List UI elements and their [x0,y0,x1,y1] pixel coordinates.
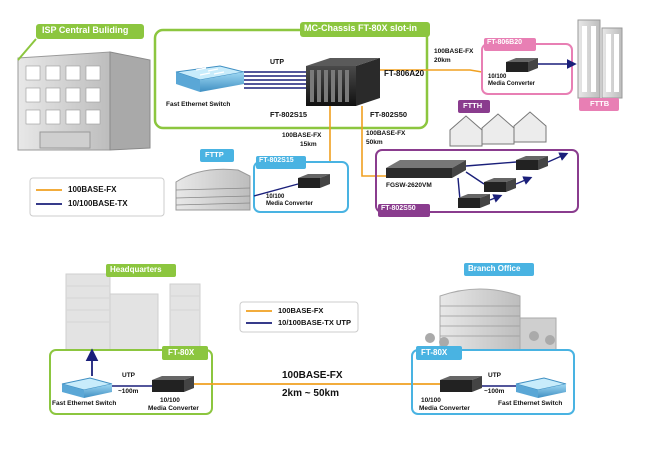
bottom-legend-fiber: 100BASE-FX [278,306,324,315]
bottom-legend-box [239,301,359,333]
fttb-buildings [577,19,623,99]
bottom-legend-copper: 10/100BASE-TX UTP [278,318,351,327]
ftth-tag: FTTH [463,101,483,110]
top-legend-fiber: 100BASE-FX [68,185,117,194]
slot-left-label: FT-802S15 [270,110,308,119]
hq-box [49,349,213,415]
chassis-box [153,28,429,130]
branch-utp-label: UTP [488,372,501,379]
branch-mc-line1: 10/100 [421,397,441,404]
branch-switch [515,377,567,398]
fttb-media-converter [506,58,538,72]
fttp-building [175,168,251,211]
hq-switch [61,377,113,398]
wan-link-type: 100BASE-FX [282,370,343,381]
hq-mc-line1: 10/100 [160,397,180,404]
fttb-mc-line1: 10/100 [488,74,507,80]
fttp-mc-line1: 10/100 [266,194,285,200]
branch-building [425,288,557,351]
ftth-switch [386,160,466,178]
fttb-mc-line2: Media Converter [488,81,536,87]
top-legend-copper: 10/100BASE-TX [68,199,128,208]
fttp-link-distance: 15km [300,141,317,148]
branch-switch-label: Fast Ethernet Switch [498,400,563,407]
ftth-link-distance: 50km [366,139,383,146]
slot-right-label: FT-802S50 [370,110,408,119]
chassis-tag-bg [300,22,430,37]
fttp-module-label: FT-802S15 [259,157,294,164]
fttp-media-converter [298,174,330,188]
isp-building-label: ISP Central Buliding [42,25,129,35]
hq-box-tag: FT-80X [168,348,195,357]
fiber-to-fttb [380,69,483,73]
chassis-label: MC-Chassis FT-80X slot-in [304,23,418,33]
branch-tag: Branch Office [468,264,521,273]
hq-utp-label: UTP [122,372,135,379]
ftth-utp [457,161,517,201]
ftth-media-converters [458,156,548,208]
fttb-link-distance: 20km [434,57,451,64]
hq-mc-line2: Media Converter [148,405,199,412]
hq-building [65,273,201,351]
hq-switch-label: Fast Ethernet Switch [52,400,117,407]
top-utp-lines [244,71,306,89]
hq-distance-label: ~100m [118,388,139,395]
fttb-module-label: FT-806B20 [487,39,523,46]
ftth-houses [449,111,547,147]
fttb-tag: FTTB [590,99,610,108]
top-switch [175,65,245,92]
branch-distance-label: ~100m [484,388,505,395]
ftth-box [375,149,579,213]
branch-media-converter [440,376,482,392]
top-legend-box [29,177,165,217]
wan-link-distance: 2km ~ 50km [282,388,339,399]
isp-building [17,51,151,151]
top-switch-label: Fast Ethernet Switch [166,101,231,108]
chassis-unit [306,58,380,106]
isp-tag-bg [36,24,144,39]
fttp-mc-line2: Media Converter [266,201,314,207]
ftth-link-type: 100BASE-FX [366,130,406,137]
fttp-tag: FTTP [205,150,224,159]
fttb-link-type: 100BASE-FX [434,48,474,55]
ftth-arrows [489,152,569,203]
ftth-module-label: FT-802S50 [381,205,416,212]
top-utp-label: UTP [270,59,284,66]
ftth-switch-label: FGSW-2620VM [386,182,432,189]
branch-box [411,349,575,415]
fttp-link-type: 100BASE-FX [282,132,322,139]
branch-mc-line2: Media Converter [419,405,470,412]
hq-tag: Headquarters [110,265,162,274]
hq-media-converter [152,376,194,392]
chassis-model-label: FT-806A20 [384,69,425,78]
branch-box-tag: FT-80X [421,348,448,357]
